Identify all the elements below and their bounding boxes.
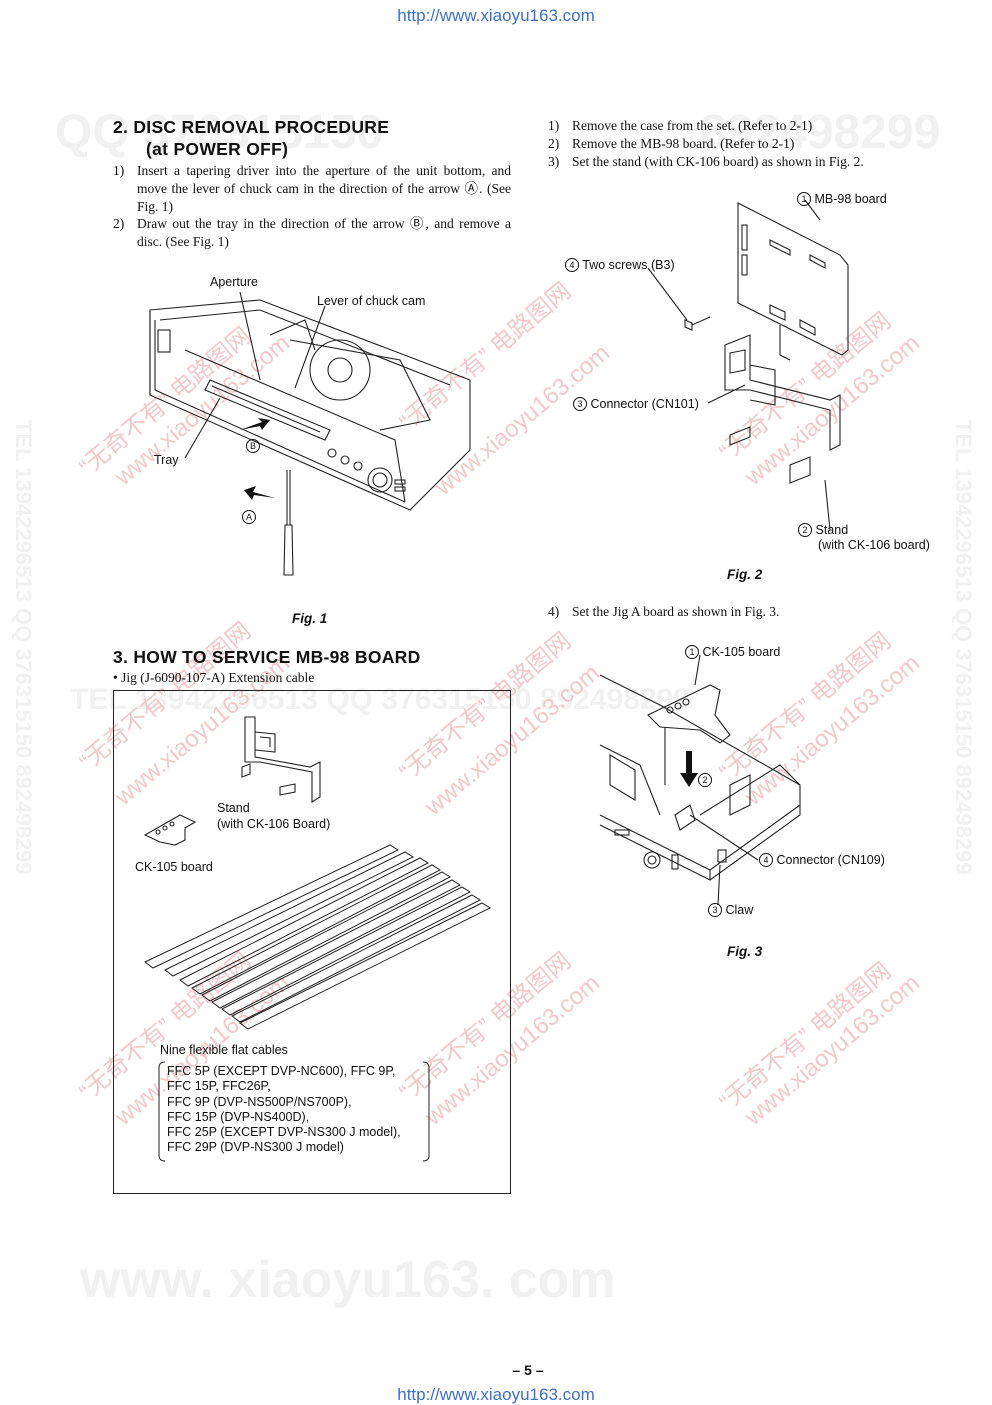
- fig3-drawing: [599, 654, 801, 906]
- section3-heading: 3. HOW TO SERVICE MB-98 BOARD: [113, 647, 421, 667]
- ffc-item: FFC 29P (DVP-NS300 J model): [167, 1140, 344, 1155]
- jig-label-stand: Stand: [217, 801, 250, 815]
- step-number: 1): [113, 163, 125, 178]
- watermark-big: www. xiaoyu163. com: [80, 1251, 616, 1309]
- circled-number: 3: [573, 397, 587, 411]
- ffc-item: FFC 15P, FFC26P,: [167, 1079, 271, 1094]
- fig1-label-aperture: Aperture: [210, 275, 258, 289]
- step-number: 2): [113, 216, 125, 231]
- fig3-label-3: 3 Claw: [708, 903, 753, 917]
- callout-text: MB-98 board: [814, 192, 887, 206]
- jig-stand-drawing: [241, 716, 321, 803]
- circled-number: 3: [708, 903, 722, 917]
- ffc-item: FFC 15P (DVP-NS400D),: [167, 1109, 310, 1124]
- section2-heading-sub: (at POWER OFF): [146, 139, 289, 159]
- fig1-arrow-a-label: A: [242, 508, 256, 526]
- fig2-label-2: 2 Stand: [798, 523, 848, 537]
- section2-step-1: 1) Insert a tapering driver into the ape…: [113, 162, 513, 216]
- callout-text: Connector (CN109): [776, 853, 885, 867]
- jig-label-ck105: CK-105 board: [135, 860, 213, 874]
- circled-letter-b: B: [246, 439, 260, 453]
- fig3-label-2: 2: [698, 773, 712, 787]
- fig3-caption: Fig. 3: [727, 944, 763, 959]
- fig1-drawing: [149, 291, 471, 576]
- jig-contents-box: [113, 690, 511, 1194]
- ffc-item: FFC 5P (EXCEPT DVP-NC600), FFC 9P,: [167, 1064, 396, 1078]
- section2-step-2: 2) Draw out the tray in the direction of…: [113, 215, 513, 251]
- watermark-qq-right: 892498299: [700, 106, 941, 159]
- callout-text: Stand: [815, 523, 849, 537]
- watermark-side-left: TEL 13942296513 QQ 376315150 892498299: [11, 420, 36, 875]
- callout-text: Claw: [725, 903, 754, 917]
- step-text: Set the stand (with CK-106 board) as sho…: [572, 154, 864, 169]
- jig-label-stand-sub: (with CK-106 Board): [217, 817, 331, 831]
- step-text: Remove the case from the set. (Refer to …: [572, 118, 813, 133]
- right-step-4: 4) Set the Jig A board as shown in Fig. …: [548, 603, 948, 621]
- section3-jig-line: • Jig (J-6090-107-A) Extension cable: [113, 670, 315, 685]
- fig3-label-1: 1 CK-105 board: [685, 645, 780, 659]
- step-number: 4): [548, 604, 560, 619]
- ffc-list: FFC 5P (EXCEPT DVP-NC600), FFC 9P, FFC 1…: [167, 1064, 401, 1156]
- circled-number: 2: [698, 773, 712, 787]
- jig-label-cables: Nine flexible flat cables: [160, 1043, 288, 1057]
- callout-text: CK-105 board: [702, 645, 781, 659]
- fig2-label-2-sub: (with CK-106 board): [818, 538, 930, 552]
- step-number: 3): [548, 154, 560, 169]
- step-number: 2): [548, 136, 560, 151]
- fig2-label-3: 3 Connector (CN101): [573, 397, 699, 411]
- fig1-arrow-b-label: B: [246, 437, 260, 455]
- fig2-label-4: 4 Two screws (B3): [565, 258, 675, 272]
- ffc-item: FFC 25P (EXCEPT DVP-NS300 J model),: [167, 1125, 401, 1140]
- step-text: Draw out the tray in the direction of th…: [137, 216, 511, 249]
- watermark-side-right: TEL 13942296513 QQ 376315150 892498299: [951, 420, 976, 875]
- fig2-caption: Fig. 2: [727, 567, 763, 582]
- fig2-drawing: [647, 199, 849, 531]
- fig1-label-lever: Lever of chuck cam: [317, 294, 426, 308]
- step-text: Insert a tapering driver into the apertu…: [137, 163, 511, 214]
- callout-text: Connector (CN101): [590, 397, 699, 411]
- right-step-1: 1) Remove the case from the set. (Refer …: [548, 117, 948, 135]
- step-text: Set the Jig A board as shown in Fig. 3.: [572, 604, 780, 619]
- header-url[interactable]: http://www.xiaoyu163.com: [397, 6, 595, 25]
- step-number: 1): [548, 118, 560, 133]
- jig-ck105-drawing: [143, 814, 197, 846]
- page-number: – 5 –: [512, 1362, 544, 1378]
- ffc-item: FFC 9P (DVP-NS500P/NS700P),: [167, 1094, 352, 1109]
- circled-number: 2: [798, 523, 812, 537]
- circled-number: 4: [565, 258, 579, 272]
- circled-letter-a: A: [242, 510, 256, 524]
- right-step-2: 2) Remove the MB-98 board. (Refer to 2-1…: [548, 135, 948, 153]
- step-text: Remove the MB-98 board. (Refer to 2-1): [572, 136, 795, 151]
- callout-text: Two screws (B3): [582, 258, 675, 272]
- jig-flat-cables-drawing: [144, 844, 492, 1030]
- section2-heading: 2. DISC REMOVAL PROCEDURE: [113, 117, 390, 137]
- fig1-label-tray: Tray: [154, 453, 179, 467]
- circled-number: 4: [759, 853, 773, 867]
- circled-number: 1: [685, 645, 699, 659]
- watermark-qq-left: QQ 376315150: [55, 106, 384, 159]
- circled-number: 1: [797, 192, 811, 206]
- watermark-middle-band: TEL 13942296513 QQ 376315150 892498299: [70, 683, 690, 716]
- fig2-label-1: 1 MB-98 board: [797, 192, 887, 206]
- footer-url[interactable]: http://www.xiaoyu163.com: [397, 1385, 595, 1404]
- ffc-brace: [158, 1061, 430, 1162]
- fig1-caption: Fig. 1: [292, 611, 328, 626]
- fig3-label-4: 4 Connector (CN109): [759, 853, 885, 867]
- right-step-3: 3) Set the stand (with CK-106 board) as …: [548, 153, 948, 171]
